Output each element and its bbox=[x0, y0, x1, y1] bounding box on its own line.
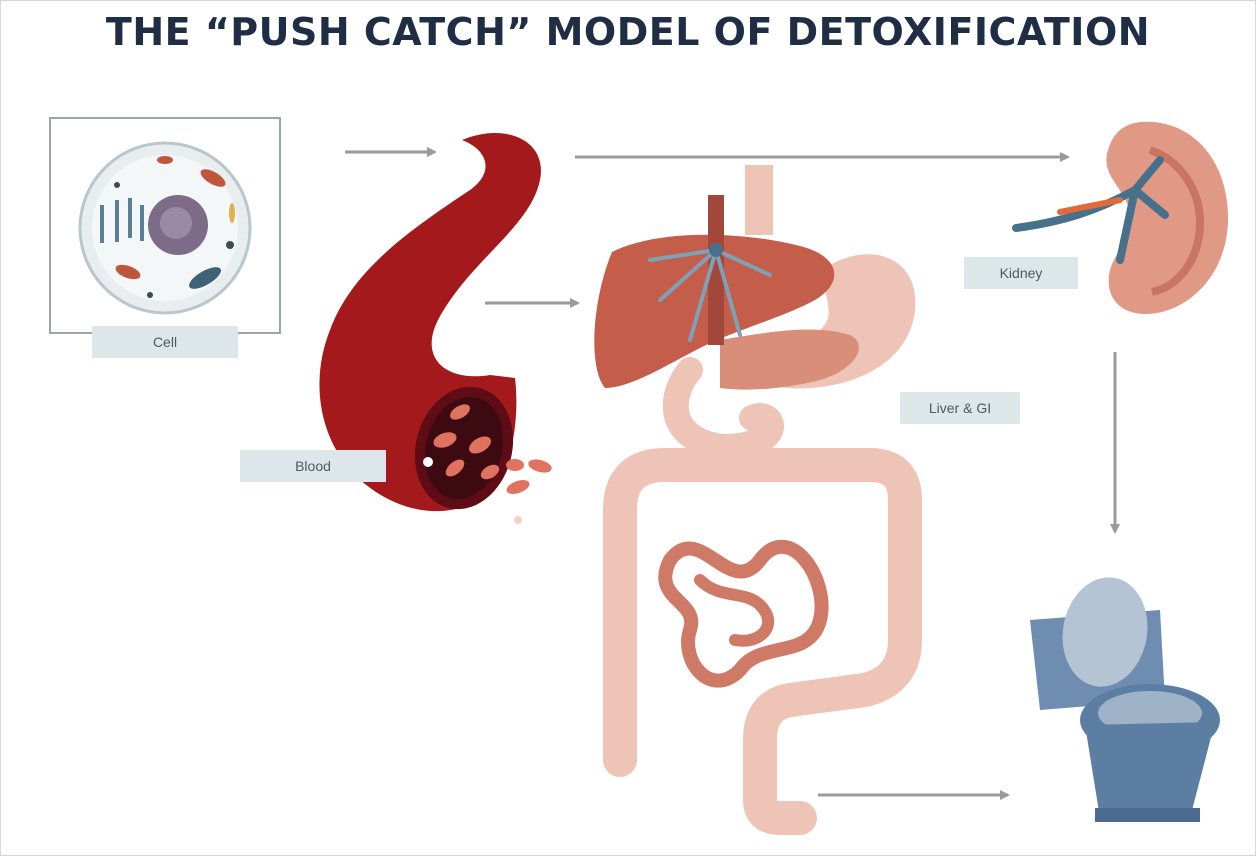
kidney-label: Kidney bbox=[964, 257, 1078, 289]
arrows bbox=[345, 147, 1120, 800]
cell-label: Cell bbox=[92, 326, 238, 358]
liver-icon bbox=[594, 195, 859, 390]
intestine-icon bbox=[603, 357, 922, 835]
kidney-icon bbox=[1012, 121, 1229, 315]
toilet-icon bbox=[1030, 577, 1220, 822]
blood-vessel-icon bbox=[319, 133, 552, 524]
page-title: THE “PUSH CATCH” MODEL OF DETOXIFICATION bbox=[105, 10, 1151, 54]
blood-label: Blood bbox=[240, 450, 386, 482]
liver-gi-label: Liver & GI bbox=[900, 392, 1020, 424]
cell-icon bbox=[49, 117, 281, 334]
